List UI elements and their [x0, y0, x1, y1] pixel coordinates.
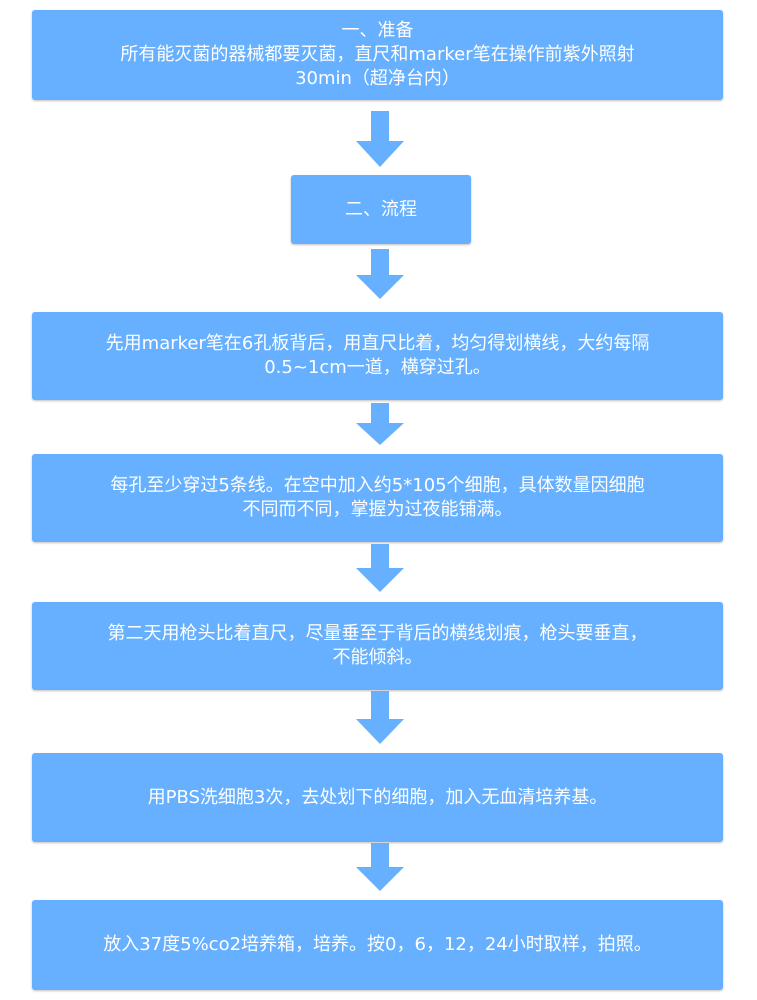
step-wash-box: 用PBS洗细胞3次，去处划下的细胞，加入无血清培养基。 [32, 753, 723, 842]
down-arrow-icon [356, 249, 404, 299]
step-prepare-detail-line1: 所有能灭菌的器械都要灭菌，直尺和marker笔在操作前紫外照射 [120, 44, 635, 65]
step-draw-lines-box: 先用marker笔在6孔板背后，用直尺比着，均匀得划横线，大约每隔 0.5~1c… [32, 312, 723, 400]
step-wash-text: 用PBS洗细胞3次，去处划下的细胞，加入无血清培养基。 [147, 786, 608, 808]
step-scratch-line1: 第二天用枪头比着直尺，尽量垂至于背后的横线划痕，枪头要垂直， [107, 623, 648, 644]
step-incubate-box: 放入37度5%co2培养箱，培养。按0，6，12，24小时取样，拍照。 [32, 900, 723, 990]
step-seed-cells-line1: 每孔至少穿过5条线。在空中加入约5*105个细胞，具体数量因细胞 [110, 475, 645, 496]
step-prepare-title: 一、准备 [341, 20, 414, 41]
step-seed-cells-box: 每孔至少穿过5条线。在空中加入约5*105个细胞，具体数量因细胞 不同而不同，掌… [32, 454, 723, 542]
step-draw-lines-line1: 先用marker笔在6孔板背后，用直尺比着，均匀得划横线，大约每隔 [105, 333, 650, 354]
step-scratch-line2: 不能倾斜。 [332, 647, 423, 668]
step-process-box: 二、流程 [291, 175, 471, 244]
down-arrow-icon [356, 403, 404, 445]
step-prepare-box: 一、准备 所有能灭菌的器械都要灭菌，直尺和marker笔在操作前紫外照射 30m… [32, 10, 723, 100]
step-incubate-text: 放入37度5%co2培养箱，培养。按0，6，12，24小时取样，拍照。 [103, 934, 652, 955]
down-arrow-icon [356, 691, 404, 744]
down-arrow-icon [356, 843, 404, 891]
step-scratch-box: 第二天用枪头比着直尺，尽量垂至于背后的横线划痕，枪头要垂直， 不能倾斜。 [32, 602, 723, 690]
step-draw-lines-line2: 0.5~1cm一道，横穿过孔。 [264, 357, 491, 378]
step-seed-cells-line2: 不同而不同，掌握为过夜能铺满。 [242, 499, 513, 520]
down-arrow-icon [356, 544, 404, 592]
step-prepare-detail-line2: 30min（超净台内） [295, 68, 460, 89]
down-arrow-icon [356, 111, 404, 167]
step-process-title: 二、流程 [345, 198, 417, 220]
